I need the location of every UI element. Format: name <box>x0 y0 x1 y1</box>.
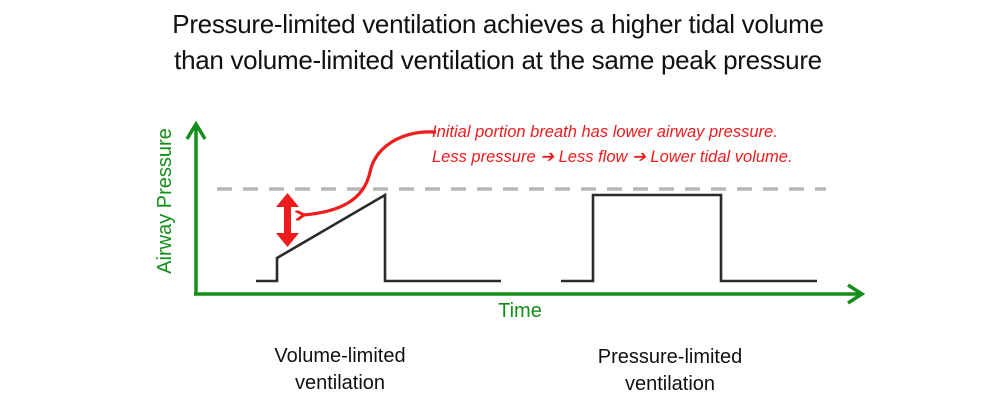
caption-volume-limited: Volume-limited ventilation <box>230 343 450 397</box>
title-line-1: Pressure-limited ventilation achieves a … <box>172 9 824 39</box>
slide-title: Pressure-limited ventilation achieves a … <box>0 6 996 78</box>
pressure-gap-double-arrow <box>276 193 299 247</box>
caption-pressure-limited: Pressure-limited ventilation <box>560 344 780 398</box>
callout-arrow <box>303 130 437 215</box>
pressure-limited-waveform <box>561 193 817 283</box>
volume-limited-waveform <box>256 192 501 283</box>
annotation-line-1: Initial portion breath has lower airway … <box>432 123 778 141</box>
caption-pressure-line-2: ventilation <box>624 373 716 395</box>
annotation-line-2: Less pressure ➔ Less flow ➔ Lower tidal … <box>432 148 793 166</box>
axes <box>185 120 866 305</box>
x-axis-label: Time <box>498 300 542 322</box>
annotation-text: Initial portion breath has lower airway … <box>432 120 793 170</box>
caption-volume-line-1: Volume-limited <box>274 345 406 367</box>
caption-volume-line-2: ventilation <box>294 372 386 394</box>
y-axis-label: Airway Pressure <box>154 128 176 274</box>
caption-pressure-line-1: Pressure-limited <box>597 346 743 368</box>
title-line-2: than volume-limited ventilation at the s… <box>174 45 822 75</box>
